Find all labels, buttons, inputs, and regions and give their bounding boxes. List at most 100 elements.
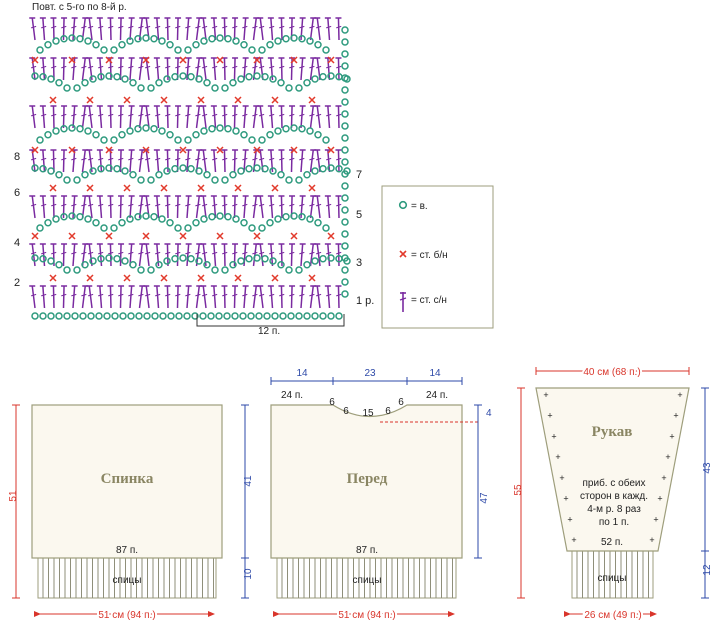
chain-stitch (103, 312, 111, 320)
dc-stitch (289, 149, 296, 173)
chain-stitch (207, 312, 215, 320)
dc-stitch (138, 105, 146, 129)
chain-stitch (63, 84, 71, 92)
chain-stitch (295, 84, 303, 92)
dc-stitch (153, 17, 161, 41)
chain-stitch (341, 218, 349, 226)
chain-stitch (118, 41, 126, 49)
sc-stitch (31, 146, 39, 154)
front-title: Перед (347, 471, 388, 487)
chain-stitch (44, 41, 52, 49)
chain-stitch (184, 136, 192, 144)
chain-stitch (341, 230, 349, 238)
chain-stitch (179, 254, 187, 262)
neck-step-4: 6 (385, 406, 391, 417)
chain-stitch (282, 125, 290, 133)
chain-stitch (311, 75, 319, 83)
sc-stitch (160, 96, 168, 104)
dc-stitch (278, 17, 285, 41)
dc-stitch (242, 285, 249, 309)
chain-stitch (232, 37, 240, 45)
chain-stitch (341, 206, 349, 214)
dc-stitch (195, 195, 203, 219)
dc-stitch (221, 195, 228, 219)
chain-stitch (60, 125, 68, 133)
row-number-7: 7 (356, 169, 362, 181)
sleeve-note-line-1: приб. с обеих (583, 477, 646, 489)
increase-mark: + (653, 514, 658, 524)
chain-stitch (147, 176, 155, 184)
dc-stitch (71, 105, 78, 129)
chain-stitch (245, 73, 253, 81)
chain-stitch (110, 224, 118, 232)
chain-stitch (158, 37, 166, 45)
chain-stitch (191, 312, 199, 320)
chain-stitch (175, 312, 183, 320)
dc-stitch (195, 285, 203, 309)
chain-stitch (322, 46, 330, 54)
dc-stitch (221, 17, 228, 41)
chain-stitch (126, 37, 134, 45)
chain-stitch (183, 312, 191, 320)
chain-stitch (341, 110, 349, 118)
dc-stitch (185, 195, 192, 219)
dc-stitch (257, 105, 265, 129)
dc-stitch (71, 285, 78, 309)
dc-stitch (128, 57, 135, 81)
chain-stitch (341, 170, 349, 178)
dc-stitch (185, 17, 192, 41)
chain-stitch (248, 46, 256, 54)
dc-stitch (164, 195, 171, 219)
sc-stitch (105, 56, 113, 64)
increase-mark: + (657, 494, 662, 504)
chain-stitch (335, 312, 343, 320)
front-shoulder-right: 24 п. (426, 390, 448, 401)
single-crochet-icon (399, 250, 407, 258)
dc-stitch (39, 285, 47, 309)
chain-stitch (192, 41, 200, 49)
sc-stitch (290, 232, 298, 240)
chain-stitch (31, 312, 39, 320)
chain-stitch (47, 167, 55, 175)
chain-stitch (174, 224, 182, 232)
chain-stitch (277, 79, 285, 87)
chain-stitch (184, 46, 192, 54)
chain-stitch (271, 312, 279, 320)
dc-stitch (210, 57, 218, 81)
front-top-right: 14 (429, 368, 441, 379)
chain-stitch (303, 312, 311, 320)
chain-stitch (68, 124, 76, 132)
chain-stitch (237, 257, 245, 265)
chain-stitch (55, 171, 63, 179)
chain-stitch (303, 79, 311, 87)
sc-stitch (197, 96, 205, 104)
chain-stitch (341, 98, 349, 106)
chain-stitch (314, 219, 322, 227)
dc-stitch (61, 243, 68, 267)
dc-stitch (118, 105, 125, 129)
chain-stitch (341, 86, 349, 94)
chain-stitch (150, 213, 158, 221)
sc-stitch (253, 56, 261, 64)
dc-stitch (210, 105, 218, 129)
neck-step-5: 6 (398, 397, 404, 408)
sc-stitch (68, 56, 76, 64)
chain-stitch (110, 46, 118, 54)
chain-stitch (306, 215, 314, 223)
chain-stitch (240, 131, 248, 139)
chain-stitch (341, 194, 349, 202)
dc-stitch (267, 17, 275, 41)
chain-stitch (87, 312, 95, 320)
dc-stitch (252, 285, 260, 309)
chain-stitch (237, 75, 245, 83)
chain-stitch (142, 212, 150, 220)
row-number-6: 6 (14, 187, 20, 199)
dc-stitch (309, 195, 317, 219)
chain-stitch (163, 257, 171, 265)
dc-stitch (39, 195, 47, 219)
chain-stitch (195, 75, 203, 83)
dc-stitch (107, 105, 114, 129)
chain-stitch (341, 50, 349, 58)
chain-stitch (253, 254, 261, 262)
increase-mark: + (677, 390, 682, 400)
